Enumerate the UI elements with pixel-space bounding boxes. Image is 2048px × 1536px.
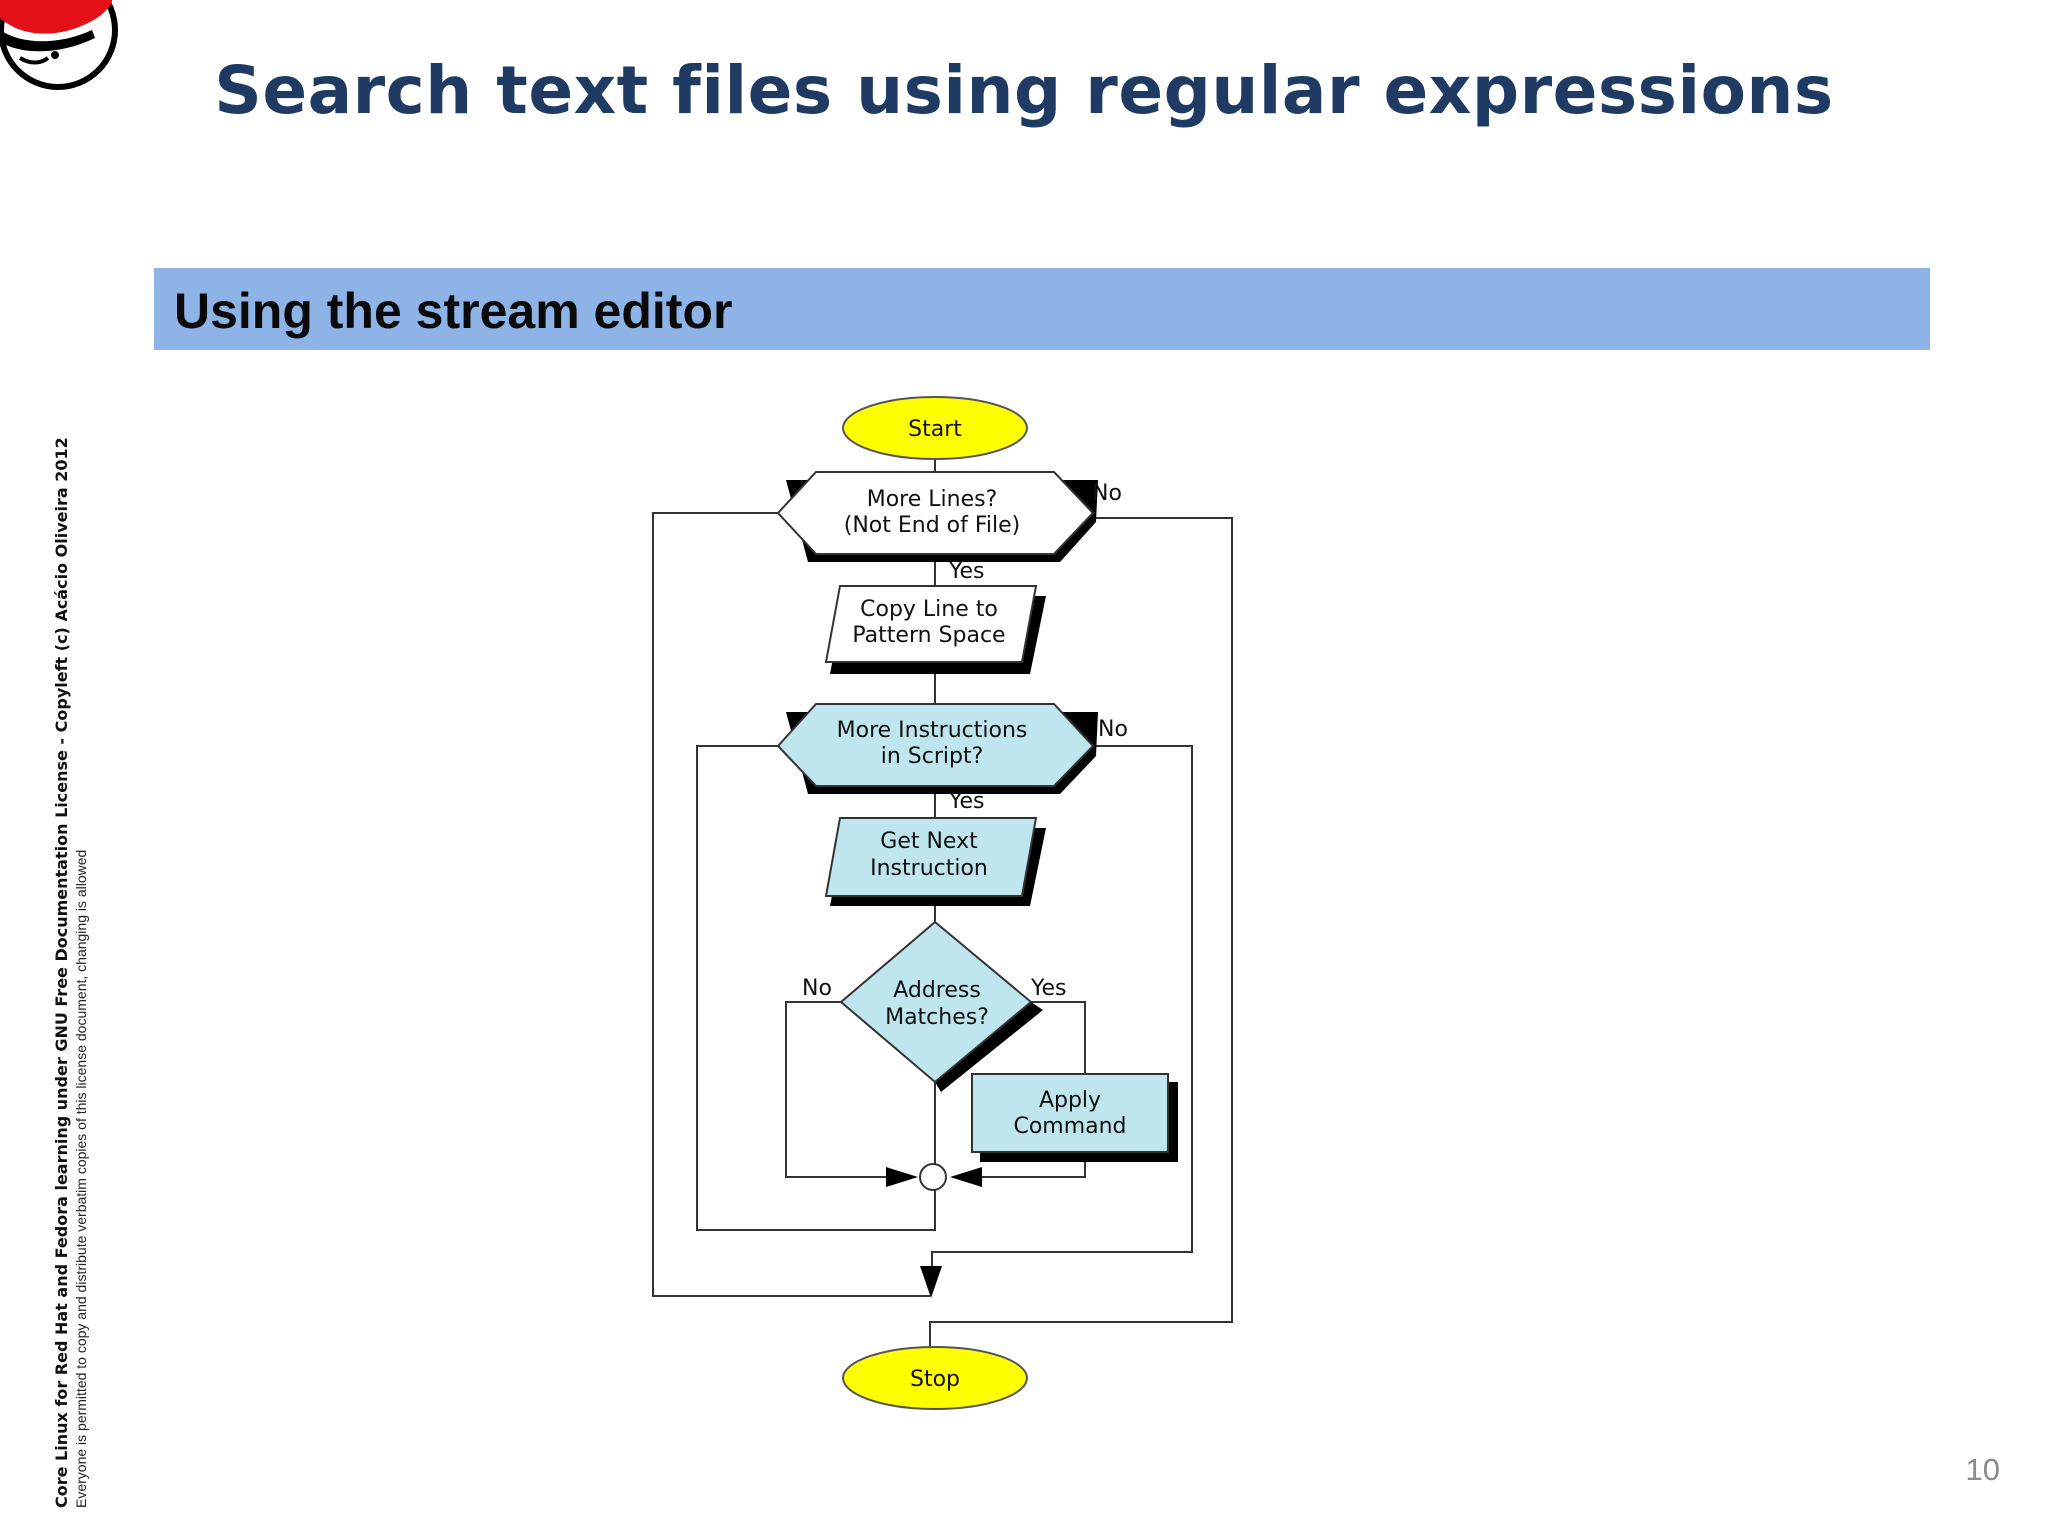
start-terminal: Start xyxy=(842,396,1028,460)
get-next-text-2: Instruction xyxy=(870,856,988,881)
more-lines-decision: More Lines? (Not End of File) xyxy=(776,471,1098,562)
label-yes-more-instructions: Yes xyxy=(948,789,985,814)
section-header-bar: Using the stream editor xyxy=(154,268,1930,350)
more-lines-text-2: (Not End of File) xyxy=(844,513,1021,538)
label-no-more-lines: No xyxy=(1092,481,1122,506)
get-next-instruction-process: Get Next Instruction xyxy=(824,817,1046,906)
get-next-text-1: Get Next xyxy=(880,829,978,854)
red-hat-logo-icon xyxy=(0,0,118,90)
stop-label: Stop xyxy=(910,1367,960,1392)
connector-lines xyxy=(652,460,1233,1347)
start-label: Start xyxy=(908,417,962,442)
more-lines-text-1: More Lines? xyxy=(867,487,998,512)
apply-command-text-1: Apply xyxy=(1039,1088,1101,1113)
copy-line-text-2: Pattern Space xyxy=(852,623,1005,648)
label-no-address: No xyxy=(802,976,832,1001)
junction-circle xyxy=(919,1163,947,1191)
left-arrow-icon xyxy=(950,1167,982,1187)
address-matches-decision: Address Matches? xyxy=(839,920,1043,1092)
slide-title: Search text files using regular expressi… xyxy=(214,52,1834,129)
address-matches-text-1: Address xyxy=(893,978,981,1003)
label-yes-address: Yes xyxy=(1030,976,1067,1001)
apply-command-text-2: Command xyxy=(1013,1114,1126,1139)
label-no-more-instructions: No xyxy=(1098,717,1128,742)
copy-line-text-1: Copy Line to xyxy=(860,597,998,622)
more-instructions-decision: More Instructions in Script? xyxy=(776,703,1098,794)
copy-line-process: Copy Line to Pattern Space xyxy=(824,585,1046,674)
apply-command-process: Apply Command xyxy=(971,1073,1178,1162)
more-instructions-text-2: in Script? xyxy=(881,744,984,769)
more-instructions-text-1: More Instructions xyxy=(837,718,1028,743)
right-arrow-icon xyxy=(886,1167,918,1187)
down-arrow-icon xyxy=(920,1266,942,1298)
page-number: 10 xyxy=(1965,1452,2000,1487)
address-matches-text-2: Matches? xyxy=(885,1005,989,1030)
section-title: Using the stream editor xyxy=(174,283,733,339)
label-yes-more-lines: Yes xyxy=(948,559,985,584)
stop-terminal: Stop xyxy=(842,1346,1028,1410)
